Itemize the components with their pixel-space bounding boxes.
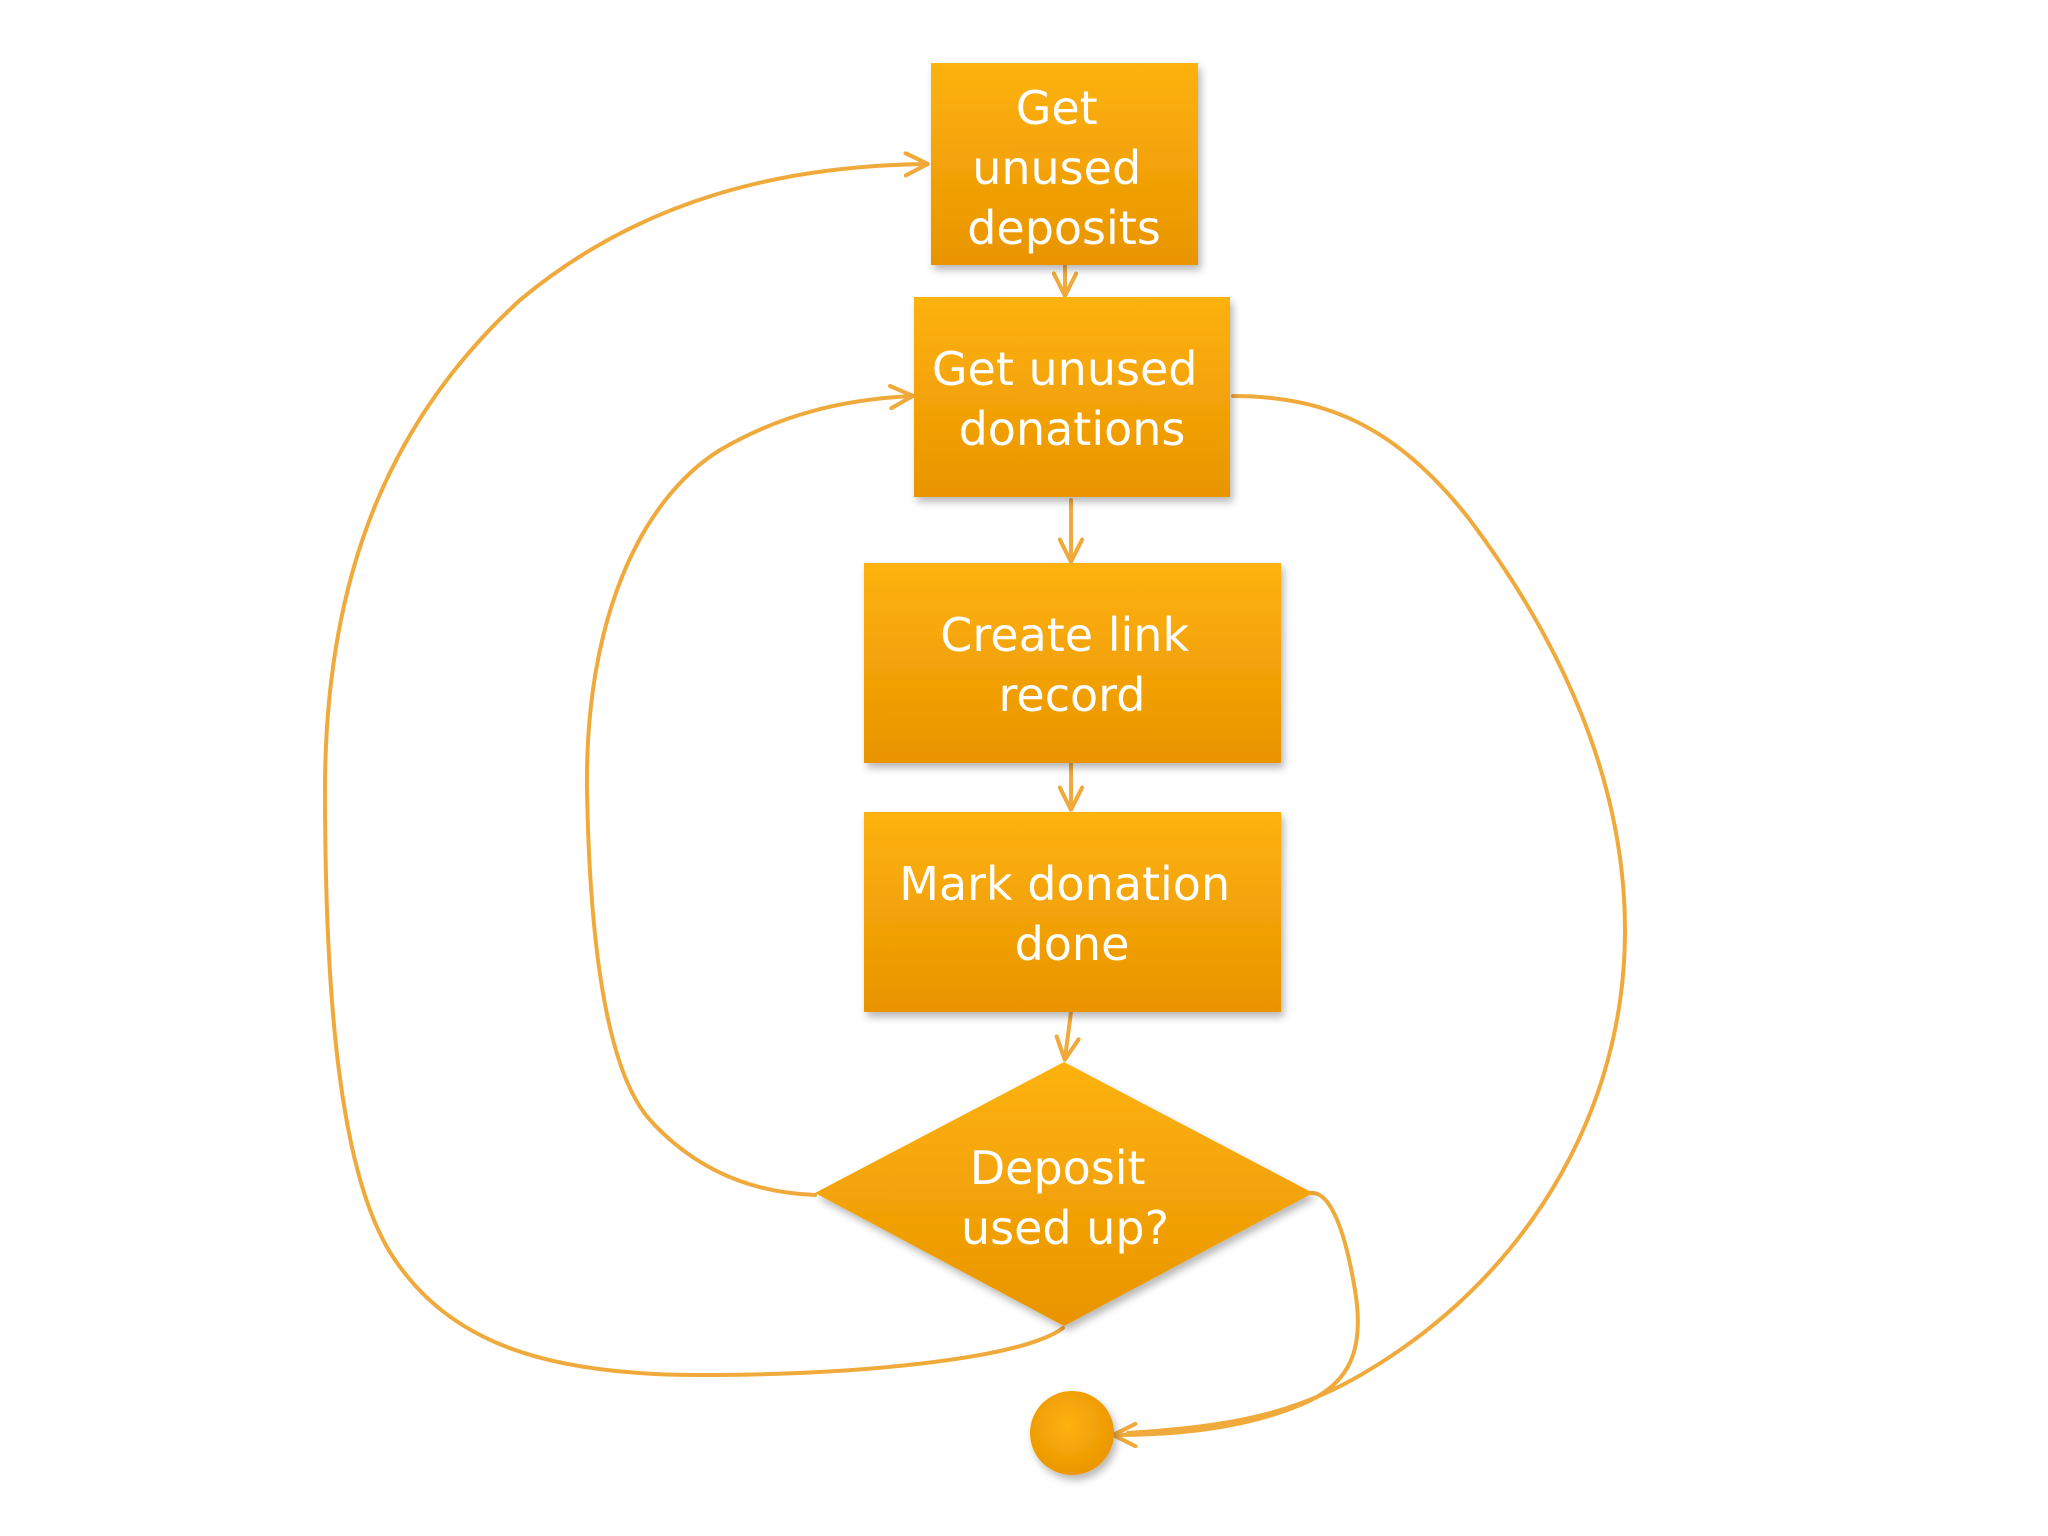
node-deposit-used-up-label: Deposit used up?: [961, 1141, 1169, 1255]
node-create-link-record: [864, 563, 1281, 763]
edge-decision-to-end: [1115, 1190, 1360, 1435]
edge-mark-done-to-decision: [1065, 1010, 1071, 1058]
node-get-unused-donations: [914, 297, 1230, 497]
node-get-unused-donations-label: Get unused donations: [932, 342, 1212, 456]
node-mark-donation-done: [864, 812, 1281, 1012]
edge-decision-to-donations-loop: [584, 396, 911, 1197]
node-get-unused-deposits-label: Get unused deposits: [967, 81, 1161, 255]
node-deposit-used-up: [815, 1062, 1313, 1326]
node-end: [1030, 1391, 1114, 1475]
edge-decision-to-deposits-loop: [323, 164, 1065, 1377]
connectors: [323, 164, 1627, 1435]
node-mark-donation-done-label: Mark donation done: [899, 857, 1244, 971]
node-create-link-record-label: Create link record: [940, 608, 1203, 722]
node-get-unused-deposits: [931, 63, 1198, 265]
edge-donations-to-end: [1126, 394, 1627, 1435]
